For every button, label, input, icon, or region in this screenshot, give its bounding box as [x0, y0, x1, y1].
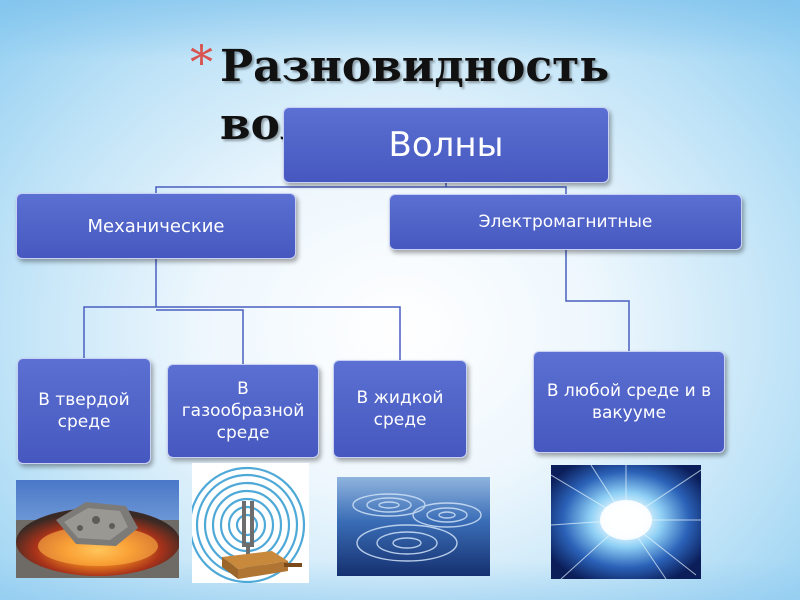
node-mechanical: Механические: [16, 193, 296, 259]
node-any-medium-vacuum: В любой среде и в вакууме: [533, 351, 725, 453]
node-liquid-medium: В жидкой среде: [333, 360, 467, 458]
node-mechanical-label: Механические: [87, 215, 225, 237]
node-waves-label: Волны: [388, 125, 504, 165]
connector-mech-to-solid: [83, 306, 156, 358]
connector-root-to-em: [446, 186, 567, 194]
connector-em-to-vacuum: [565, 250, 630, 351]
light-burst-image: [551, 465, 701, 579]
connector-mech-to-liquid: [156, 306, 401, 360]
node-gas-medium: В газообразной среде: [167, 364, 319, 458]
tuning-fork-sound-waves-image: [192, 463, 309, 583]
water-ripples-image: [337, 477, 490, 576]
background-top-glow: [0, 0, 800, 60]
node-waves-root: Волны: [283, 107, 609, 183]
node-liquid-medium-label: В жидкой среде: [356, 388, 444, 430]
meteorite-crater-image: [16, 480, 179, 578]
title-bullet-star: *: [190, 35, 213, 89]
node-electromagnetic-label: Электромагнитные: [478, 212, 653, 232]
node-any-medium-vacuum-label: В любой среде и в вакууме: [546, 381, 712, 423]
connector-mech-to-gas: [156, 309, 244, 364]
node-solid-medium-label: В твердой среде: [38, 390, 130, 432]
node-solid-medium: В твердой среде: [17, 358, 151, 464]
connector-root-to-branches: [155, 183, 447, 193]
node-electromagnetic: Электромагнитные: [389, 194, 742, 250]
node-gas-medium-label: В газообразной среде: [181, 379, 305, 443]
